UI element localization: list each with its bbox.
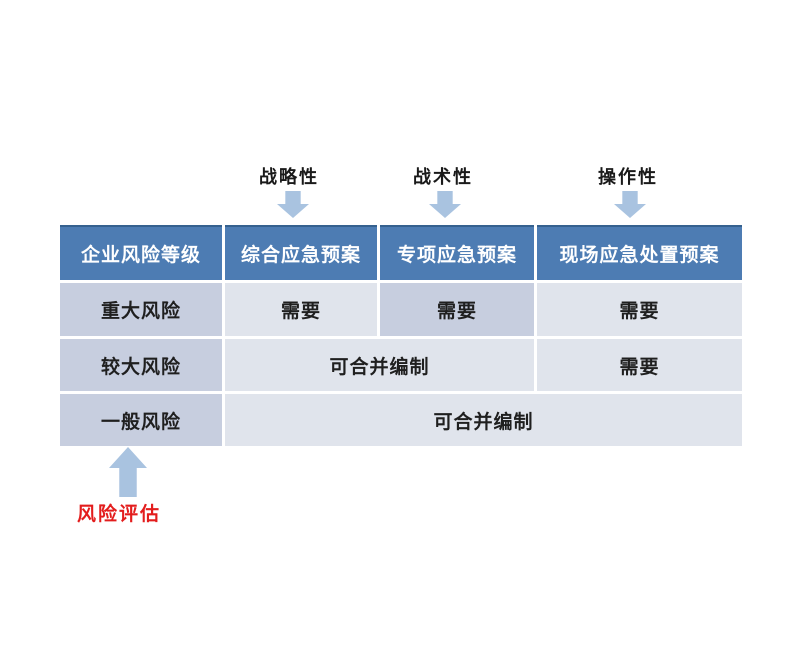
row-general-risk-level: 一般风险 xyxy=(60,394,222,446)
label-strategic: 战略性 xyxy=(259,167,319,188)
label-tactical: 战术性 xyxy=(413,167,473,188)
arrow-down-icon xyxy=(429,191,461,218)
cell-relmajor-merged: 可合并编制 xyxy=(225,339,534,391)
arrow-down-icon xyxy=(614,191,646,218)
cell-relmajor-onsite: 需要 xyxy=(537,339,742,391)
risk-plan-table: 企业风险等级 综合应急预案 专项应急预案 现场应急处置预案 重大风险 需要 需要… xyxy=(60,225,742,446)
arrow-down-icon xyxy=(277,191,309,218)
risk-assessment-label: 风险评估 xyxy=(77,503,162,525)
header-risk-level: 企业风险等级 xyxy=(60,225,222,280)
header-comprehensive-plan: 综合应急预案 xyxy=(225,225,377,280)
cell-major-onsite: 需要 xyxy=(537,283,742,336)
cell-general-merged: 可合并编制 xyxy=(225,394,742,446)
header-special-plan: 专项应急预案 xyxy=(380,225,534,280)
arrow-up-icon xyxy=(109,447,147,497)
row-relatively-major-risk-level: 较大风险 xyxy=(60,339,222,391)
cell-major-special-highlighted: 需要 xyxy=(380,283,534,336)
cell-major-comprehensive: 需要 xyxy=(225,283,377,336)
label-operational: 操作性 xyxy=(598,167,658,188)
header-onsite-plan: 现场应急处置预案 xyxy=(537,225,742,280)
row-major-risk-level: 重大风险 xyxy=(60,283,222,336)
